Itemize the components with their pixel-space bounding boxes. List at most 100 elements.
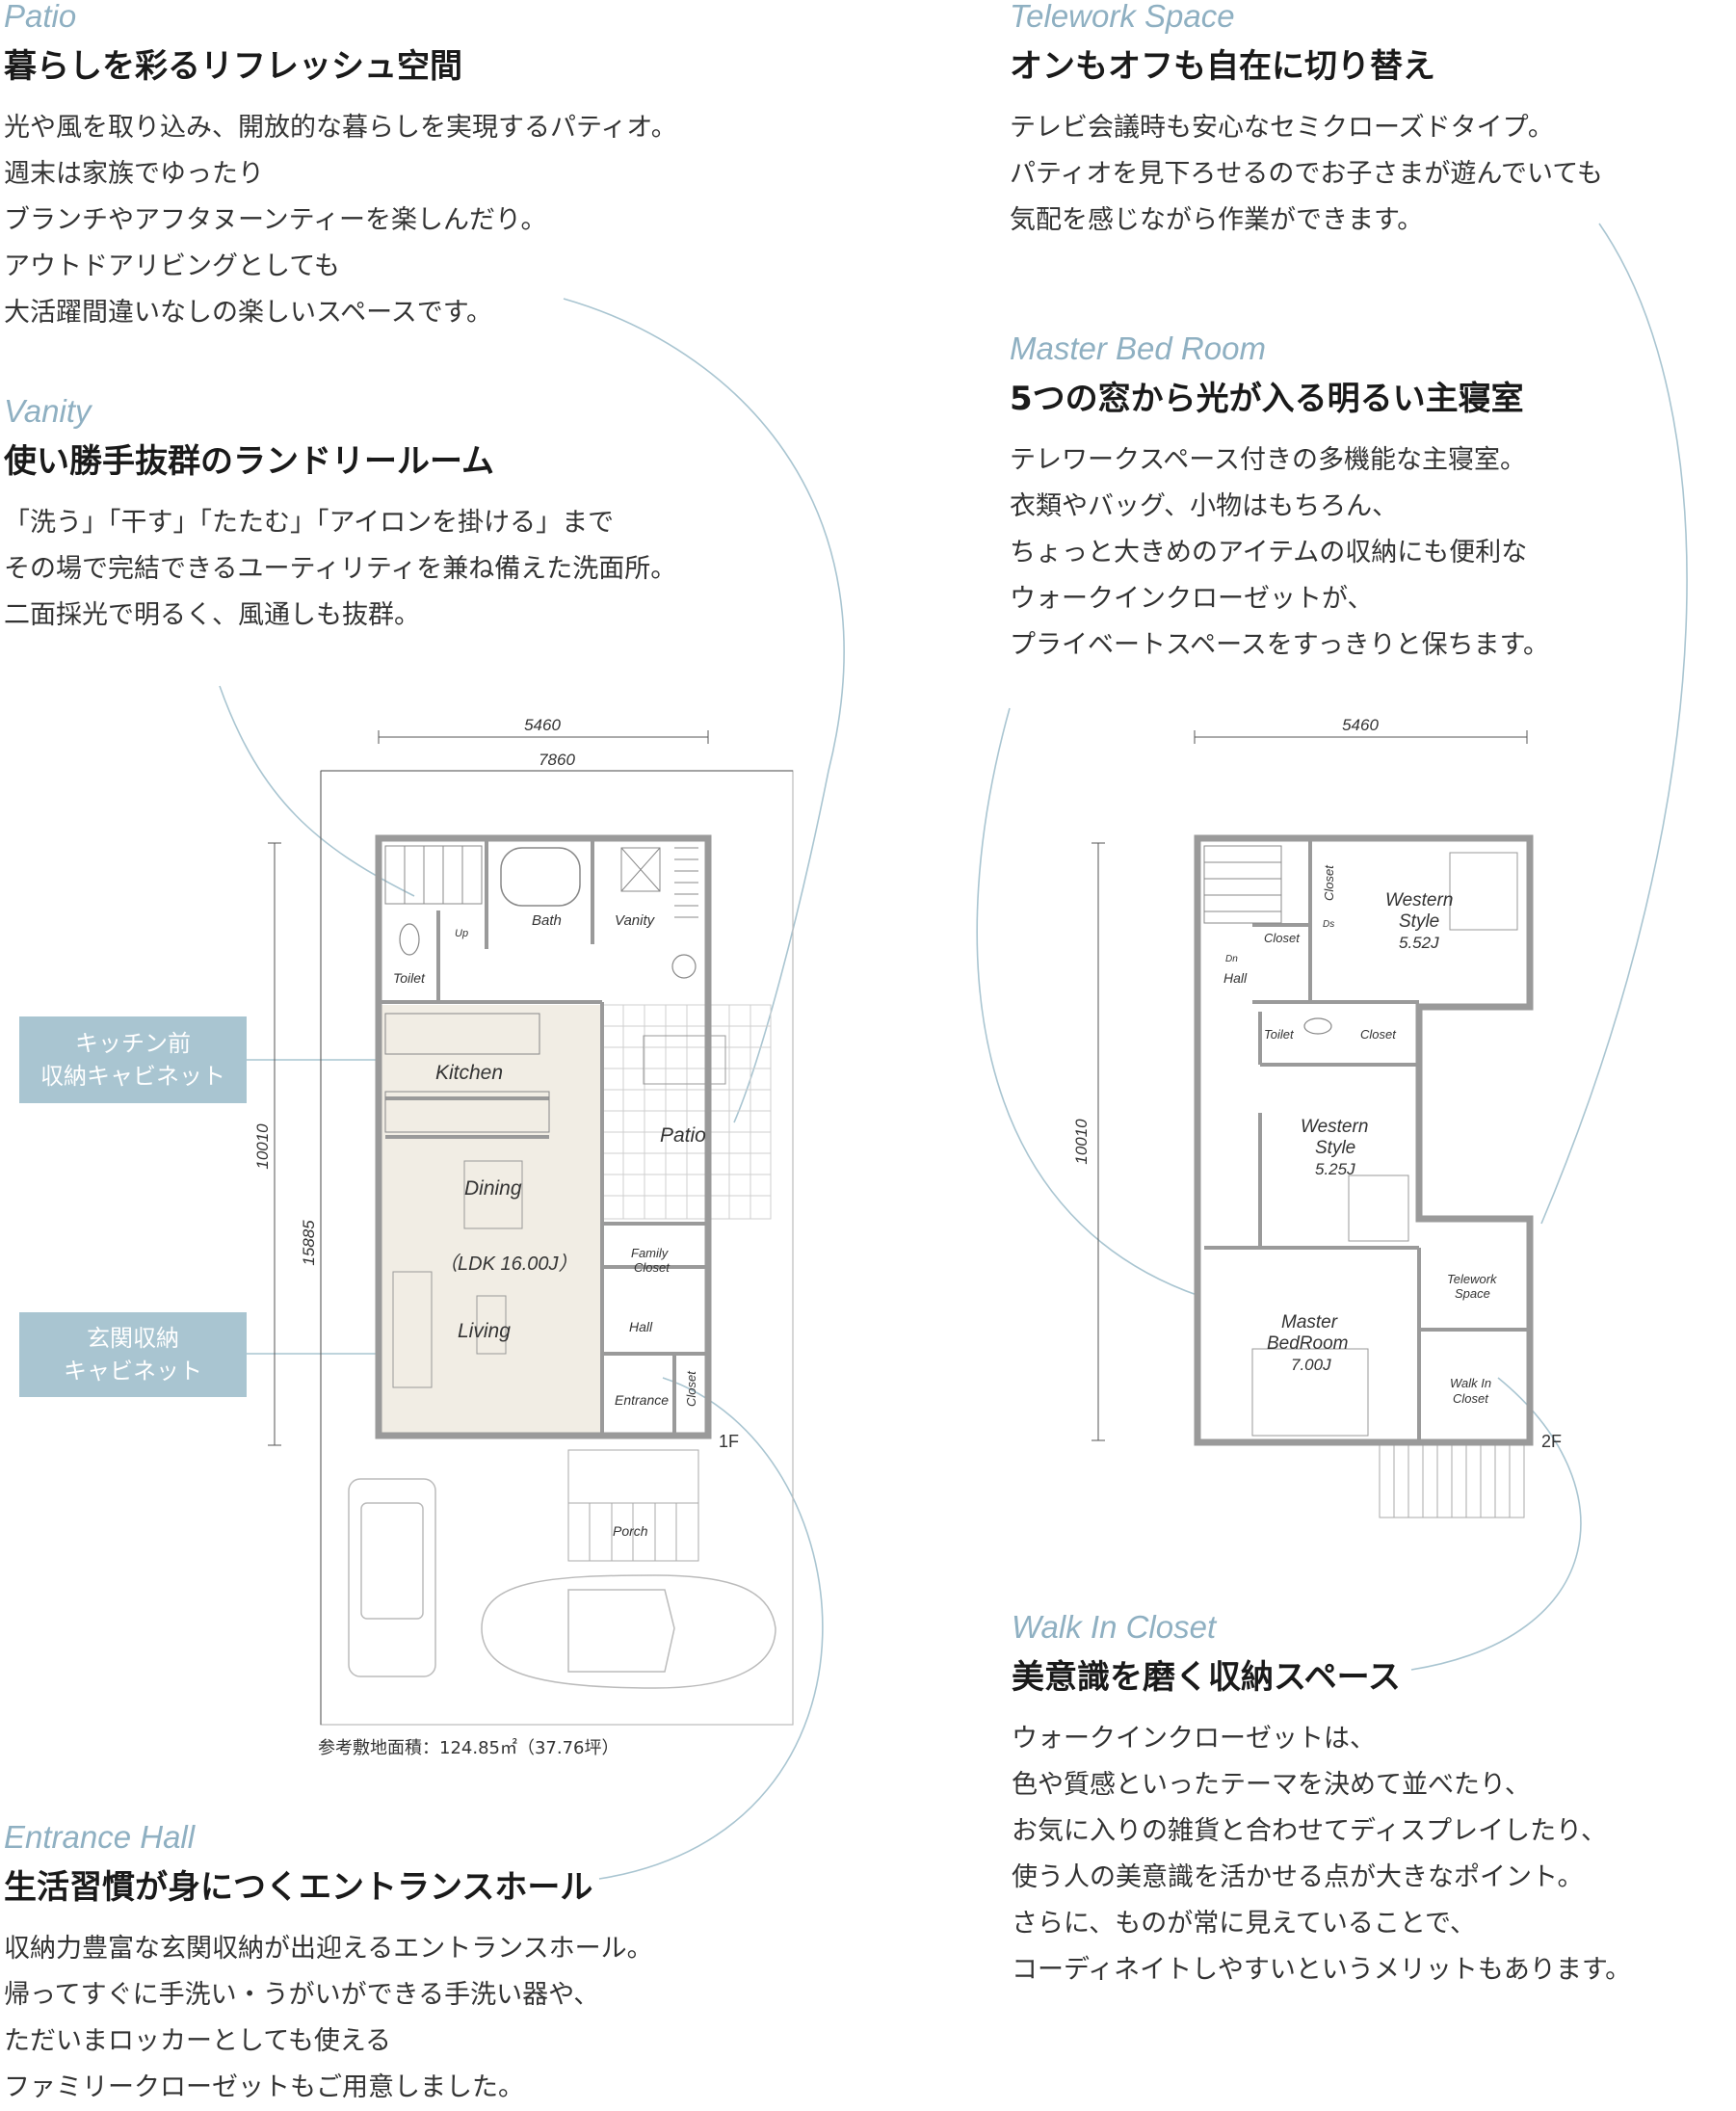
- room-western1-1: Western: [1385, 890, 1453, 910]
- body-line: 二面採光で明るく、風通しも抜群。: [4, 600, 420, 631]
- section-telework: Telework Space オンもオフも自在に切り替え テレビ会議時も安心なセ…: [1010, 0, 1603, 244]
- room-walkin-2: Closet: [1453, 1391, 1489, 1406]
- body-line: お気に入りの雑貨と合わせてディスプレイしたり、: [1012, 1816, 1608, 1847]
- section-heading: 暮らしを彩るリフレッシュ空間: [4, 47, 462, 86]
- section-body: 「洗う」「干す」「たたむ」「アイロンを掛ける」まで その場で完結できるユーティリ…: [4, 500, 676, 639]
- body-line: テレワークスペース付きの多機能な主寝室。: [1010, 445, 1526, 476]
- label-line: キッチン前: [75, 1030, 191, 1057]
- room-closet2-2f: Closet: [1360, 1027, 1397, 1042]
- section-heading: 美意識を磨く収納スペース: [1012, 1658, 1401, 1697]
- body-line: テレビ会議時も安心なセミクローズドタイプ。: [1010, 113, 1554, 144]
- room-western1-3: 5.52J: [1399, 934, 1439, 952]
- room-western1-2: Style: [1399, 911, 1439, 932]
- section-heading: 使い勝手抜群のランドリールーム: [4, 442, 494, 481]
- room-hall-2f: Hall: [1223, 970, 1248, 986]
- room-ldk: （LDK 16.00J）: [438, 1253, 578, 1275]
- room-western2-3: 5.25J: [1315, 1160, 1355, 1178]
- section-body: テレビ会議時も安心なセミクローズドタイプ。 パティオを見下ろせるのでお子さまが遊…: [1010, 105, 1603, 244]
- body-line: パティオを見下ろせるのでお子さまが遊んでいても: [1010, 159, 1603, 190]
- room-hall-1f: Hall: [629, 1319, 653, 1334]
- bed-western1: [1449, 852, 1518, 931]
- section-en-title: Patio: [4, 0, 77, 34]
- room-closet-vertical-2f: Closet: [1322, 864, 1336, 901]
- room-master-2: BedRoom: [1267, 1333, 1349, 1354]
- room-porch: Porch: [613, 1523, 648, 1539]
- floor-label-1f: 1F: [719, 1432, 739, 1451]
- body-line: ウォークインクローゼットが、: [1010, 584, 1374, 615]
- label-entrance-storage: 玄関収納 キャビネット: [19, 1312, 247, 1397]
- section-en-title: Vanity: [4, 393, 92, 429]
- room-toilet-1f: Toilet: [393, 970, 426, 986]
- section-heading: 5つの窓から光が入る明るい主寝室: [1010, 380, 1524, 418]
- room-western2-1: Western: [1301, 1117, 1368, 1137]
- floor-plan-1f: 5460 7860 10010 15885: [253, 716, 794, 1726]
- body-line: 週末は家族でゆったり: [4, 159, 264, 190]
- connector-patio: [563, 298, 845, 1123]
- car-coupe: [481, 1574, 776, 1689]
- body-line: 大活躍間違いなしの楽しいスペースです。: [4, 298, 493, 329]
- connector-master: [976, 707, 1200, 1297]
- body-line: アウトドアリビングとしても: [4, 251, 340, 282]
- label-kitchen-storage: キッチン前 収納キャビネット: [19, 1016, 247, 1103]
- section-body: テレワークスペース付きの多機能な主寝室。 衣類やバッグ、小物はもちろん、 ちょっ…: [1010, 437, 1549, 669]
- section-en-title: Walk In Closet: [1012, 1609, 1217, 1645]
- room-family-closet-1: Family: [631, 1246, 670, 1260]
- patio-tiles: [601, 1004, 772, 1220]
- room-telework-2: Space: [1455, 1286, 1490, 1301]
- section-heading: オンもオフも自在に切り替え: [1010, 47, 1435, 86]
- room-closet-1f: Closet: [684, 1370, 698, 1407]
- room-kitchen: Kitchen: [435, 1062, 503, 1084]
- section-body: ウォークインクローゼットは、 色や質感といったテーマを決めて並べたり、 お気に入…: [1012, 1716, 1631, 1993]
- section-vanity: Vanity 使い勝手抜群のランドリールーム 「洗う」「干す」「たたむ」「アイロ…: [4, 395, 676, 639]
- body-line: 帰ってすぐに手洗い・うがいができる手洗い器や、: [4, 1980, 600, 2011]
- section-body: 収納力豊富な玄関収納が出迎えるエントランスホール。 帰ってすぐに手洗い・うがいが…: [4, 1926, 653, 2111]
- section-master-bedroom: Master Bed Room 5つの窓から光が入る明るい主寝室 テレワークスペ…: [1010, 332, 1549, 669]
- connector-telework: [1540, 223, 1688, 1225]
- balcony: [1379, 1439, 1525, 1518]
- body-line: さらに、ものが常に見えていることで、: [1012, 1909, 1476, 1939]
- room-dn: Dn: [1225, 954, 1238, 964]
- room-up: Up: [455, 928, 468, 939]
- section-en-title: Master Bed Room: [1010, 330, 1266, 366]
- room-patio: Patio: [660, 1124, 706, 1147]
- floor-plan-2f: 5460 10010: [1072, 716, 1562, 1518]
- body-line: ブランチやアフタヌーンティーを楽しんだり。: [4, 205, 547, 236]
- room-ds: Ds: [1323, 919, 1334, 930]
- site-area-note: 参考敷地面積：124.85㎡（37.76坪）: [318, 1738, 619, 1758]
- label-line: 収納キャビネット: [40, 1063, 225, 1090]
- body-line: 気配を感じながら作業ができます。: [1010, 205, 1424, 236]
- body-line: その場で完結できるユーティリティを兼ね備えた洗面所。: [4, 554, 677, 585]
- room-closet-small-2f: Closet: [1264, 931, 1301, 945]
- connector-entrance: [598, 1377, 824, 1880]
- body-line: ウォークインクローゼットは、: [1012, 1724, 1376, 1755]
- dim-width-site-1f: 7860: [539, 751, 575, 769]
- body-line: 収納力豊富な玄関収納が出迎えるエントランスホール。: [4, 1934, 653, 1965]
- room-toilet-2f: Toilet: [1264, 1027, 1295, 1042]
- dim-height-inner-1f: 10010: [253, 1123, 272, 1170]
- body-line: 使う人の美意識を活かせる点が大きなポイント。: [1012, 1862, 1584, 1893]
- section-en-title: Entrance Hall: [4, 1819, 196, 1855]
- bathtub: [500, 847, 581, 907]
- section-en-title: Telework Space: [1010, 0, 1235, 34]
- section-patio: Patio 暮らしを彩るリフレッシュ空間 光や風を取り込み、開放的な暮らしを実現…: [4, 0, 677, 336]
- porch: [567, 1449, 699, 1562]
- label-line: 玄関収納: [87, 1325, 179, 1352]
- floor-label-2f: 2F: [1541, 1432, 1562, 1451]
- body-line: 光や風を取り込み、開放的な暮らしを実現するパティオ。: [4, 113, 677, 144]
- bed-master: [1251, 1348, 1369, 1437]
- dining-table: [463, 1160, 523, 1229]
- room-master-1: Master: [1281, 1312, 1338, 1333]
- stairs-1f: [384, 845, 698, 918]
- room-telework-1: Telework: [1447, 1272, 1498, 1286]
- body-line: ただいまロッカーとしても使える: [4, 2026, 392, 2057]
- dim-height-inner-2f: 10010: [1072, 1119, 1091, 1165]
- connector-walkin: [1410, 1377, 1582, 1671]
- kitchen-counter: [384, 1091, 550, 1133]
- dim-width-inner-1f: 5460: [524, 716, 561, 734]
- bed-western2: [1348, 1174, 1409, 1242]
- section-body: 光や風を取り込み、開放的な暮らしを実現するパティオ。 週末は家族でゆったり ブラ…: [4, 105, 677, 336]
- body-line: ちょっと大きめのアイテムの収納にも便利な: [1010, 538, 1528, 568]
- ldk-area: [379, 1005, 602, 1436]
- room-living: Living: [458, 1320, 511, 1342]
